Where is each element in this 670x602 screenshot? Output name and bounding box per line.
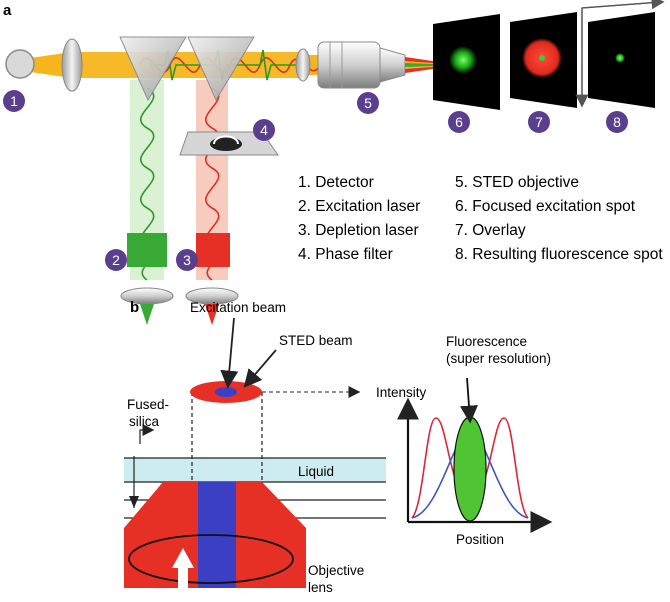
badge-4: 4 — [253, 119, 275, 141]
svg-text:2: 2 — [112, 252, 120, 268]
phase-filter-vortex — [210, 137, 242, 151]
position-label: Position — [456, 532, 504, 547]
sted-objective-tip — [379, 47, 406, 83]
detector-beam — [30, 52, 72, 78]
panel-b-letter: b — [130, 299, 139, 316]
legend-item-7: 7. Overlay — [455, 222, 526, 239]
sted-beam-arrow — [243, 349, 277, 388]
badge-2: 2 — [105, 249, 127, 271]
svg-text:3: 3 — [183, 252, 191, 268]
fluorescence-label-1: Fluorescence — [446, 334, 527, 349]
fused-silica-label-2: silica — [129, 414, 159, 429]
legend-item-3: 3. Depletion laser — [298, 222, 419, 239]
badge-3: 3 — [176, 249, 198, 271]
up-arrow — [172, 548, 194, 588]
badge-1: 1 — [3, 90, 25, 112]
badge-7: 7 — [528, 111, 550, 133]
objective-label-2: lens — [308, 580, 333, 595]
liquid-label: Liquid — [298, 464, 334, 479]
dichroic-mirror-2 — [187, 36, 255, 102]
legend-item-5: 5. STED objective — [455, 174, 579, 191]
focused-excitation-spot — [449, 46, 477, 74]
resulting-fluorescence-spot — [615, 53, 625, 63]
excitation-cone — [140, 304, 154, 325]
fused-silica-pointer — [139, 424, 155, 444]
fluorescence-label-2: (super resolution) — [446, 351, 551, 366]
objective-label-1: Objective — [308, 563, 364, 578]
excitation-laser — [127, 233, 167, 267]
svg-text:5: 5 — [364, 95, 372, 111]
badge-8: 8 — [606, 111, 628, 133]
dichroic-mirror-1 — [119, 36, 187, 102]
badge-5: 5 — [357, 92, 379, 114]
focus-cone-green — [405, 63, 460, 67]
fused-silica-label-1: Fused- — [127, 397, 169, 412]
fluorescence-arrow — [459, 377, 478, 424]
excitation-beam-spot — [215, 387, 237, 397]
badge-6: 6 — [448, 111, 470, 133]
depletion-cone — [205, 304, 219, 325]
excitation-beam-arrow — [220, 317, 239, 389]
liquid-layer — [124, 458, 386, 482]
legend-item-8: 8. Resulting fluorescence spot — [455, 246, 663, 263]
fused-silica-arrowhead — [129, 496, 139, 508]
detector — [5, 49, 35, 79]
tube-lens — [295, 48, 311, 82]
legend-item-2: 2. Excitation laser — [298, 198, 420, 215]
phase-filter-swirl — [213, 135, 239, 145]
fluorescence-profile — [453, 416, 487, 522]
legend-item-1: 1. Detector — [298, 174, 374, 191]
svg-text:6: 6 — [455, 114, 463, 130]
objective-lens-ellipse — [128, 534, 294, 584]
depletion-laser — [196, 233, 230, 267]
intensity-label: Intensity — [376, 385, 427, 400]
collimating-lens — [61, 38, 83, 92]
excitation-beam-label: Excitation beam — [190, 300, 286, 315]
svg-text:8: 8 — [613, 114, 621, 130]
sted-objective-body — [317, 41, 381, 89]
overlay-center — [539, 55, 545, 61]
screen-axis-right — [581, 0, 665, 10]
svg-text:4: 4 — [260, 122, 268, 138]
excitation-lens — [120, 287, 174, 305]
legend-item-6: 6. Focused excitation spot — [455, 198, 636, 215]
svg-text:1: 1 — [10, 93, 18, 109]
svg-text:7: 7 — [535, 114, 543, 130]
panel-a-letter: a — [3, 2, 12, 19]
sted-beam-label: STED beam — [279, 333, 353, 348]
legend-item-4: 4. Phase filter — [298, 246, 393, 263]
